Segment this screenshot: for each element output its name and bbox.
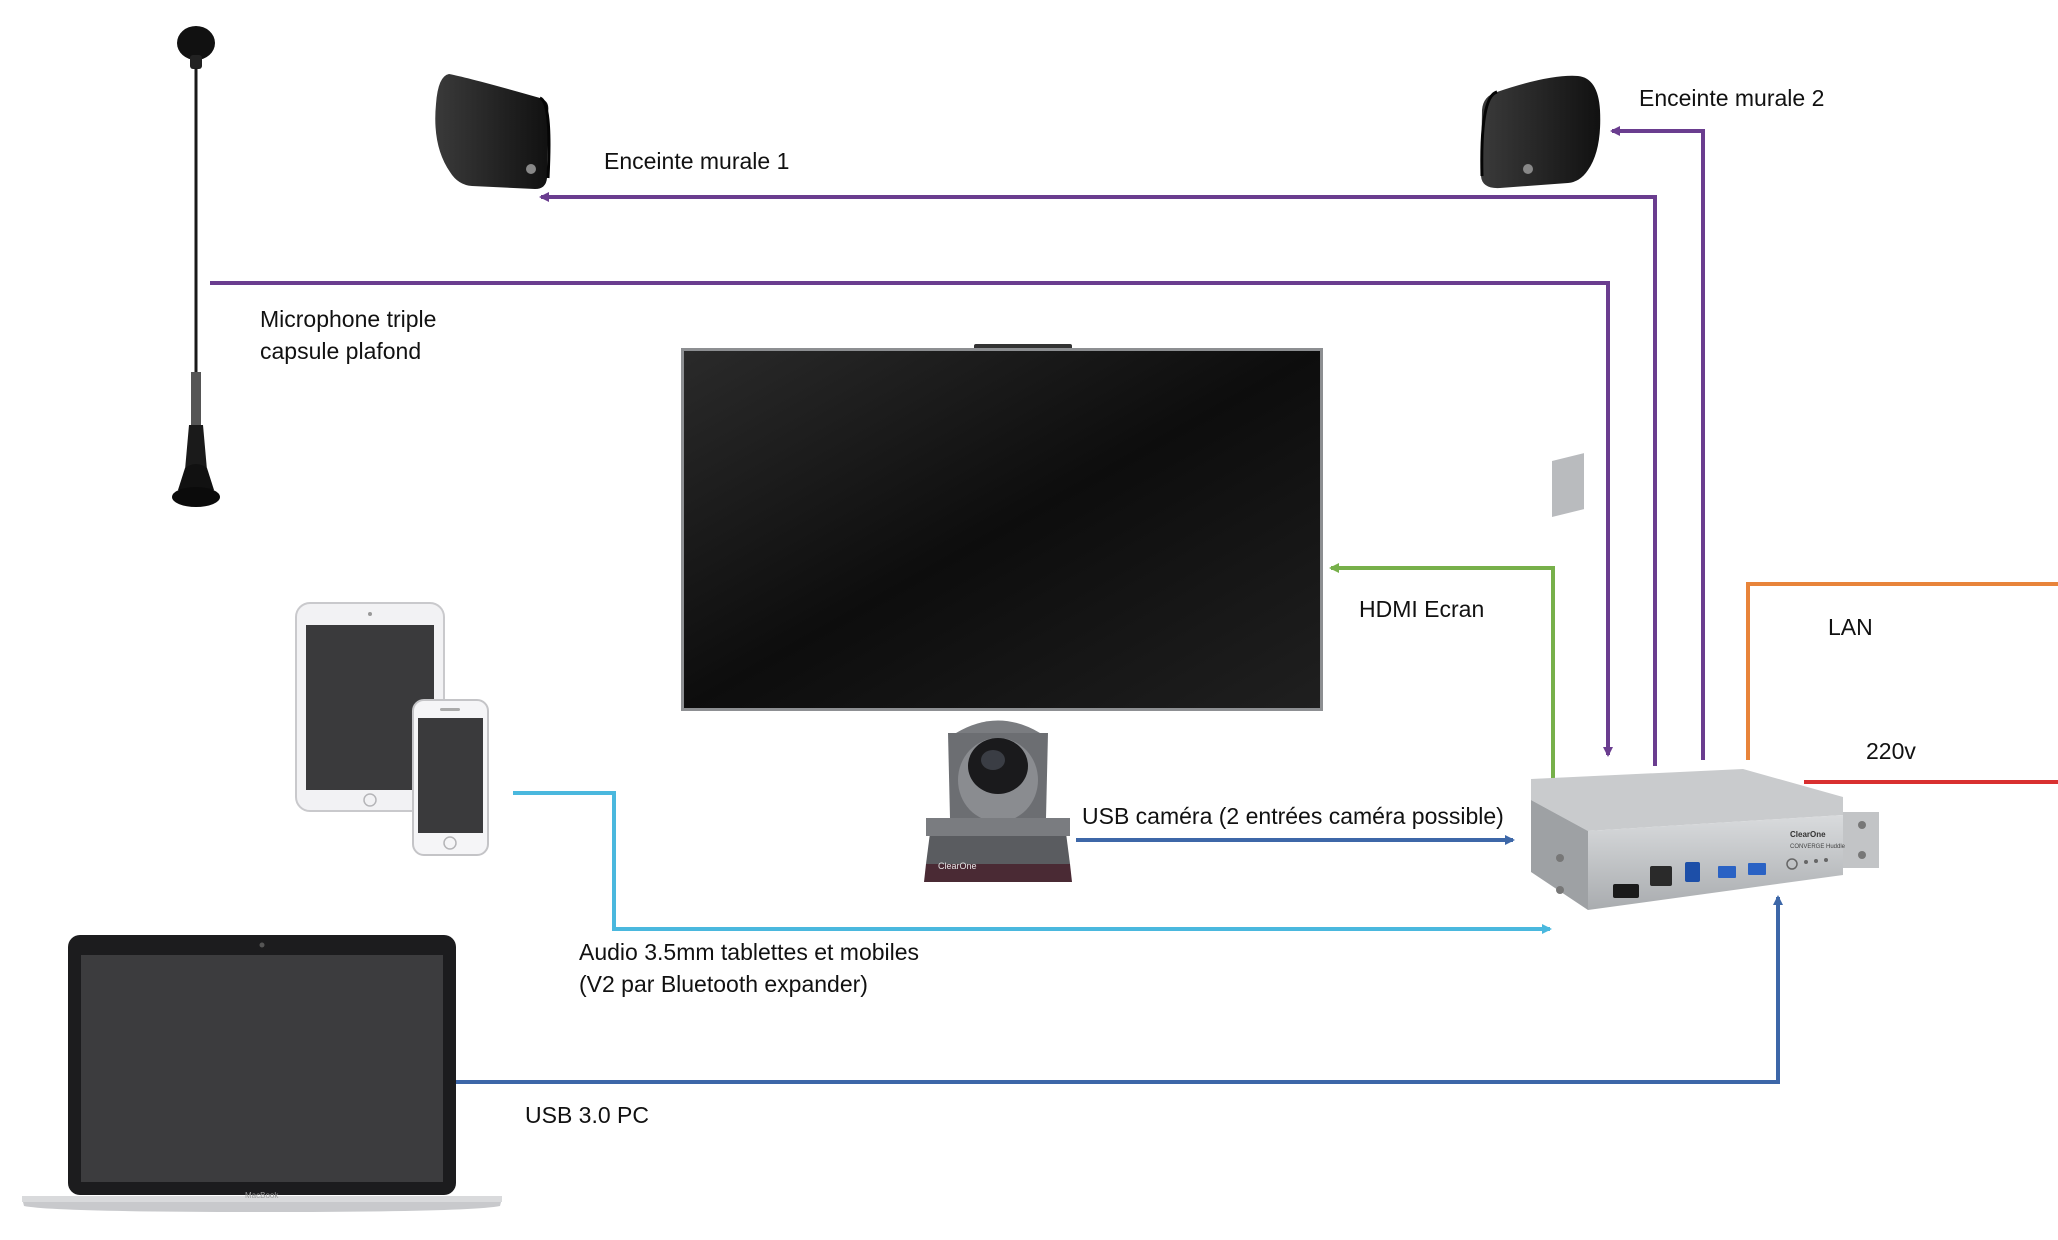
usb-a-port-1 [1718,866,1736,878]
rack-ear-left [1552,453,1584,518]
usb-a-port-2 [1748,863,1766,875]
hub-brand-text: ClearOne [1790,830,1826,839]
rack-ear-right [1843,812,1879,868]
audio-label-line1: Audio 3.5mm tablettes et mobiles [579,939,920,965]
lan-connection-line [1746,582,2058,760]
usb-pc-label: USB 3.0 PC [525,1102,649,1128]
laptop-icon: MacBook [22,935,502,1212]
microphone-label-line2: capsule plafond [260,338,422,364]
speaker1-connection-line [539,192,1657,766]
connections [210,126,2058,1084]
wall-speaker-icon [435,74,551,189]
display-screen-icon [681,344,1323,711]
microphone-connection-line [210,281,1613,757]
audio-label-line2: (V2 par Bluetooth expander) [579,971,868,997]
hdmi-connection-line [1329,563,1555,791]
hdmi-out-port [1613,884,1639,898]
lan-label: LAN [1828,614,1873,640]
ptz-camera-icon: ClearOne [924,720,1072,882]
speaker1-label: Enceinte murale 1 [604,148,790,174]
microphone-label: Microphone triple capsule plafond [260,303,436,367]
microphone-label-line1: Microphone triple [260,306,437,332]
audio-label: Audio 3.5mm tablettes et mobiles (V2 par… [579,936,919,1000]
lan-port [1650,866,1672,886]
speaker2-label: Enceinte murale 2 [1639,85,1825,111]
usb-pc-connection-line [456,895,1783,1084]
power-label: 220v [1866,738,1916,764]
audio-connection-line [513,791,1552,934]
speaker2-connection-line [1610,126,1705,760]
hub-model-text: CONVERGE Huddle [1790,844,1846,850]
hdmi-label: HDMI Ecran [1359,596,1485,622]
huddle-hub-icon: ClearOne CONVERGE Huddle [1531,453,1879,910]
ceiling-microphone-icon [172,26,220,507]
camera-brand-text: ClearOne [938,861,977,871]
laptop-brand-text: MacBook [245,1191,279,1200]
usb-camera-label: USB caméra (2 entrées caméra possible) [1082,803,1504,829]
usb-b-port [1685,862,1700,882]
smartphone-icon [412,699,489,856]
wall-speaker-icon [1480,75,1601,189]
